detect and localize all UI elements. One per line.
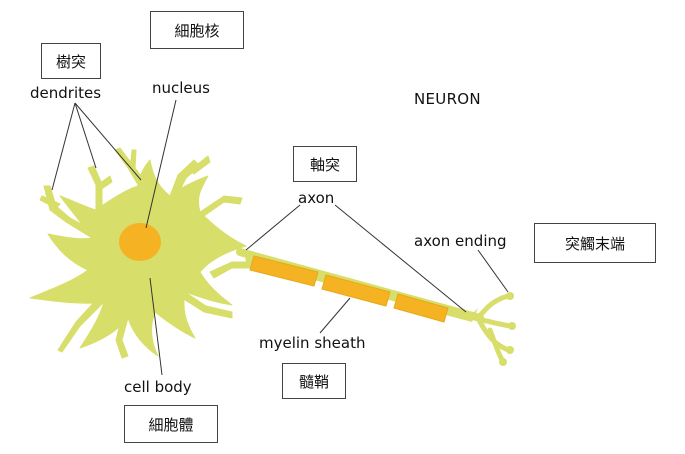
label-nucleus: nucleus: [152, 79, 210, 97]
diagram-title: NEURON: [414, 90, 481, 108]
leader-lines: [51, 99, 509, 376]
label-axon-ending: axon ending: [414, 232, 507, 250]
box-axon-zh: 軸突: [293, 146, 357, 182]
axon-terminal-knobs: [499, 292, 516, 366]
label-dendrites: dendrites: [30, 84, 102, 102]
box-myelin-sheath-zh: 髓鞘: [282, 363, 346, 399]
axon-terminal-shape: [475, 293, 513, 363]
box-cell-body-zh: 細胞體: [124, 405, 218, 443]
box-dendrites-zh: 樹突: [41, 43, 101, 79]
nucleus-shape: [117, 221, 163, 263]
label-axon: axon: [298, 189, 335, 207]
box-nucleus-zh: 細胞核: [150, 11, 244, 49]
label-myelin-sheath: myelin sheath: [259, 334, 366, 352]
myelin-segments: [249, 255, 449, 323]
label-cell-body: cell body: [124, 378, 192, 396]
box-axon-ending-zh: 突觸末端: [534, 223, 656, 263]
